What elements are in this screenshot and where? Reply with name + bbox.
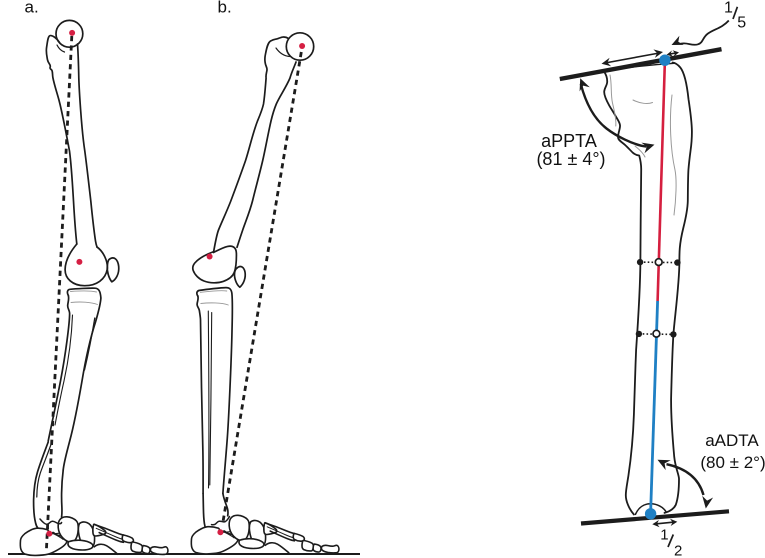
svg-text:(81 ± 4°): (81 ± 4°) [536, 149, 605, 169]
svg-text:2: 2 [674, 543, 682, 558]
svg-text:aADTA: aADTA [705, 431, 759, 450]
svg-text:aPPTA: aPPTA [541, 131, 597, 151]
svg-text:1: 1 [660, 527, 668, 544]
svg-text:b.: b. [218, 0, 232, 17]
svg-text:(80 ± 2°): (80 ± 2°) [700, 453, 765, 472]
svg-text:1: 1 [724, 0, 733, 17]
svg-text:a.: a. [25, 0, 39, 17]
svg-text:5: 5 [737, 14, 746, 31]
